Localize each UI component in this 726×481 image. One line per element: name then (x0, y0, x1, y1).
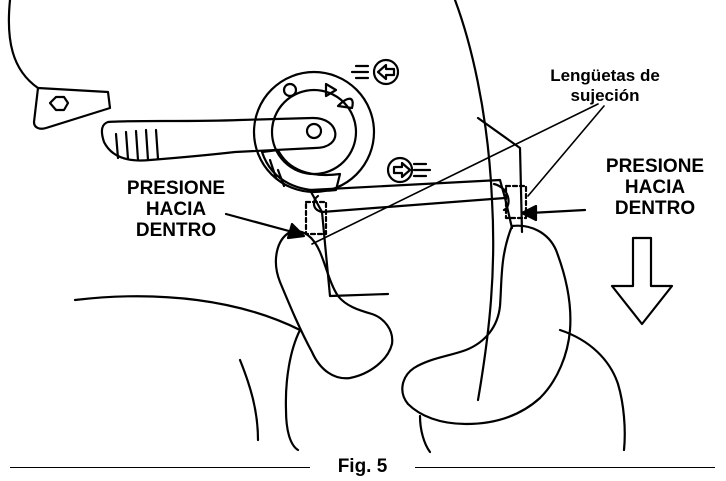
left-hand (238, 230, 394, 452)
figure-number: Fig. 5 (337, 456, 388, 477)
press-right-line-3: DENTRO (614, 198, 696, 219)
press-right-line-1: PRESIONE (605, 156, 705, 177)
hinge-bracket (32, 86, 112, 130)
caption-rule-right (415, 467, 715, 468)
tabs-line-1: Lengüetas de (550, 66, 660, 85)
press-left-line-2: HACIA (145, 199, 207, 220)
down-arrow-icon (610, 236, 674, 326)
unlock-arrow-icon (350, 58, 400, 86)
retaining-tabs-label: Lengüetas de sujeción (500, 66, 710, 106)
figure-caption: Fig. 5 (0, 455, 726, 481)
tabs-line-2: sujeción (570, 86, 640, 105)
appliance-body-outline (7, 0, 40, 90)
press-left-line-1: PRESIONE (126, 178, 226, 199)
press-left-line-3: DENTRO (135, 220, 217, 241)
press-right-line-2: HACIA (624, 177, 686, 198)
caption-rule-left (10, 467, 310, 468)
right-hand (401, 224, 626, 454)
lever-handle (100, 116, 337, 162)
appliance-lower-edge (73, 295, 302, 332)
tab-leader-lines (311, 103, 605, 245)
hex-bolt-icon (48, 95, 70, 112)
press-arrow-left (224, 212, 306, 240)
lever-pivot (305, 122, 323, 140)
press-inward-label-right: PRESIONE HACIA DENTRO (585, 156, 725, 219)
rotary-dial (252, 70, 376, 194)
press-inward-label-left: PRESIONE HACIA DENTRO (96, 178, 256, 241)
press-arrow-right (520, 204, 587, 222)
lock-arrow-icon (386, 156, 432, 184)
